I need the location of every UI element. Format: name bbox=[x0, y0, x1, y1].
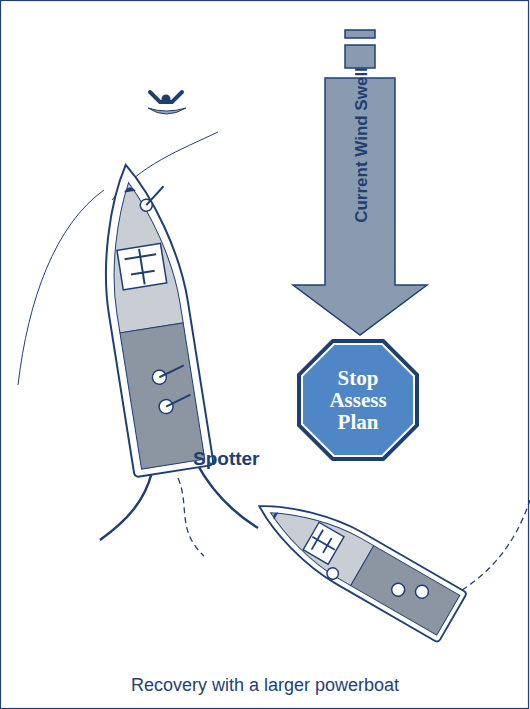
water-ripple bbox=[148, 108, 186, 114]
spotter-figure bbox=[325, 566, 341, 582]
stop-sign: Stop Assess Plan bbox=[296, 338, 420, 462]
track-line bbox=[178, 478, 204, 556]
bow-hatch bbox=[123, 187, 135, 193]
boat-hull bbox=[86, 159, 214, 478]
track-line bbox=[462, 500, 530, 590]
boat-foredeck bbox=[259, 493, 374, 586]
boat-console bbox=[117, 243, 167, 289]
drift-line bbox=[18, 190, 104, 385]
octagon-face bbox=[302, 344, 414, 456]
crew-member bbox=[389, 581, 407, 599]
spotter-label: Spotter bbox=[193, 448, 260, 470]
boat-cockpit bbox=[351, 546, 460, 636]
boat-cockpit bbox=[120, 323, 205, 469]
crew-member bbox=[413, 583, 431, 601]
console-detail bbox=[123, 246, 160, 287]
person-in-water bbox=[148, 92, 186, 114]
boat-hull bbox=[245, 481, 467, 642]
boat-foredeck bbox=[97, 178, 183, 333]
recovery-boat bbox=[245, 481, 467, 642]
arrow-bar bbox=[345, 30, 375, 38]
wake-line bbox=[100, 472, 152, 540]
boat-console bbox=[303, 522, 344, 564]
arrow-bar bbox=[345, 45, 375, 68]
console-detail bbox=[307, 527, 341, 560]
wake-line bbox=[196, 462, 258, 528]
text-holder: Stop Assess Plan bbox=[296, 338, 420, 462]
caption: Recovery with a larger powerboat bbox=[0, 675, 530, 696]
octagon-border bbox=[297, 339, 419, 461]
crew-arm bbox=[158, 365, 192, 407]
crew-member bbox=[158, 399, 174, 415]
large-powerboat bbox=[86, 159, 214, 478]
crew-arm bbox=[144, 186, 166, 205]
arrow-label: Current Wind Swell bbox=[352, 67, 372, 223]
bow-hatch bbox=[272, 511, 279, 520]
direction-arrow: Current Wind Swell bbox=[290, 25, 430, 337]
person-arms bbox=[150, 92, 182, 102]
sign-text: Stop Assess Plan bbox=[322, 367, 394, 433]
